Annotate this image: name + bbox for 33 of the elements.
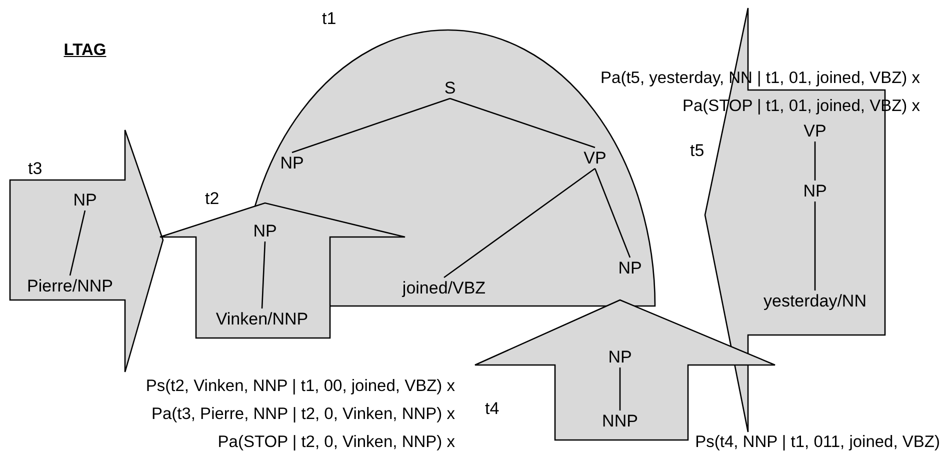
tree-node-label: S bbox=[444, 80, 456, 96]
tree-node-label: Pierre/NNP bbox=[27, 278, 113, 294]
tree-branch bbox=[594, 168, 631, 258]
tree-branch bbox=[292, 98, 450, 154]
tree-branch bbox=[444, 168, 596, 278]
tree-node-label: joined/VBZ bbox=[402, 280, 486, 296]
tree-branch bbox=[814, 142, 816, 180]
tree-branch bbox=[261, 241, 266, 309]
probability-term: Pa(STOP | t2, 0, Vinken, NNP) x bbox=[218, 434, 455, 450]
tree-node-label: NNP bbox=[602, 412, 638, 430]
tree-name: t4 bbox=[485, 400, 500, 417]
tree-node-label: VP bbox=[804, 122, 826, 140]
tree-node-label: NP bbox=[280, 154, 304, 172]
tree-node-label: NP bbox=[618, 260, 642, 276]
tree-name: t1 bbox=[322, 10, 336, 27]
tree-branch bbox=[814, 202, 816, 290]
tree-name: t3 bbox=[28, 160, 42, 177]
tree-node-label: Vinken/NNP bbox=[216, 310, 308, 328]
tree-node-label: NP bbox=[253, 222, 277, 240]
probability-term: Pa(t3, Pierre, NNP | t2, 0, Vinken, NNP) x bbox=[151, 406, 455, 422]
tree-node-label: NP bbox=[73, 192, 97, 208]
tree-branch bbox=[69, 210, 86, 276]
tree-node-label: NP bbox=[608, 348, 632, 366]
diagram-heading: LTAG bbox=[64, 42, 106, 58]
tree-name: t5 bbox=[690, 142, 704, 159]
tree-name: t2 bbox=[205, 190, 220, 207]
tree-branch bbox=[619, 368, 621, 410]
tree-node-label: yesterday/NN bbox=[764, 292, 866, 310]
tree-node-label: VP bbox=[584, 150, 606, 166]
tree-branch bbox=[450, 98, 596, 148]
tree-node-label: NP bbox=[803, 182, 827, 200]
probability-term: Ps(t4, NNP | t1, 011, joined, VBZ) bbox=[695, 434, 940, 450]
probability-term: Ps(t2, Vinken, NNP | t1, 00, joined, VBZ) x bbox=[146, 378, 455, 394]
